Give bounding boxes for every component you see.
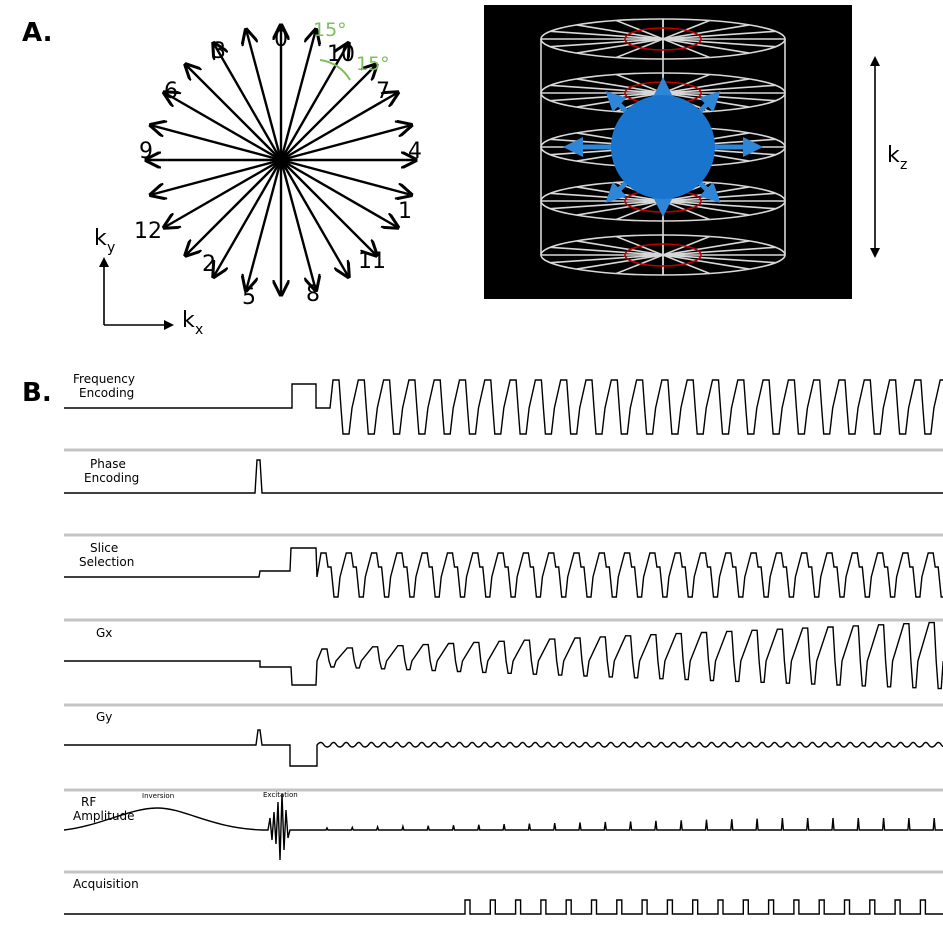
spoke-arrow <box>151 125 282 162</box>
spoke-arrow <box>279 159 316 290</box>
acquisition-waveform <box>64 899 943 915</box>
spoke-number: 5 <box>242 285 256 310</box>
spoke-arrow <box>186 65 282 161</box>
kz-axis-subscript: z <box>900 157 907 173</box>
angle-label: 15° <box>356 53 390 75</box>
spoke-arrow <box>280 159 377 256</box>
ky-axis-label: k <box>94 226 107 251</box>
spoke-number: 12 <box>134 219 162 244</box>
spoke-arrow <box>280 93 398 162</box>
track-label-acquisition: Acquisition <box>73 877 139 891</box>
kz-axis: k z <box>870 56 907 258</box>
track-label-slice-selection: Slice Selection <box>79 541 135 569</box>
kx-axis-subscript: x <box>195 322 203 338</box>
spoke-arrow <box>280 158 411 195</box>
spoke-arrow <box>164 158 282 228</box>
gx-waveform <box>64 621 943 690</box>
spoke-number: 9 <box>139 139 153 164</box>
stack-of-stars-3d-image <box>484 5 852 299</box>
spoke-arrow <box>164 93 282 162</box>
excitation-annotation: Excitation <box>263 791 298 799</box>
spoke-arrow <box>280 125 411 162</box>
track-label-gy: Gy <box>96 710 113 724</box>
spoke-arrow <box>151 158 282 195</box>
panel-b-label: B. <box>22 378 52 408</box>
spoke-arrow <box>214 159 283 277</box>
ky-axis-subscript: y <box>107 240 115 256</box>
track-label-rf-amplitude: RF Amplitude <box>73 795 135 823</box>
spoke-arrow <box>279 159 349 277</box>
angle-label: 15° <box>313 19 347 41</box>
spoke-number: 1 <box>398 199 412 224</box>
spoke-arrow <box>279 43 349 161</box>
frequency-encoding-waveform <box>64 379 943 435</box>
spoke-number: 3 <box>212 39 226 64</box>
inversion-annotation: Inversion <box>142 792 174 800</box>
track-label-phase-encoding: Phase Encoding <box>84 457 140 485</box>
panel-a-label: A. <box>22 18 53 48</box>
spoke-number: 10 <box>327 42 355 67</box>
spoke-arrow <box>246 30 283 161</box>
spoke-arrow <box>280 158 398 228</box>
pulse-sequence-diagram: Inversion Excitation <box>63 379 943 915</box>
slice-selection-waveform <box>64 547 943 598</box>
track-label-gx: Gx <box>96 626 113 640</box>
spoke-number: 0 <box>274 27 288 52</box>
spoke-arrow <box>280 65 377 161</box>
kxky-axes: k y k x <box>94 226 203 338</box>
rf-amplitude-waveform <box>63 793 943 861</box>
spoke-number: 11 <box>358 249 386 274</box>
track-label-frequency-encoding: Frequency Encoding <box>73 372 135 400</box>
sphere <box>611 95 715 199</box>
spoke-number: 4 <box>408 139 422 164</box>
spoke-number: 8 <box>306 282 320 307</box>
spoke-arrow <box>186 159 282 256</box>
spoke-arrow <box>214 43 283 161</box>
spoke-number: 7 <box>376 79 390 104</box>
kz-axis-label: k <box>887 143 900 168</box>
phase-encoding-waveform <box>64 459 943 494</box>
spoke-arrow <box>246 159 283 290</box>
kx-axis-label: k <box>182 308 195 333</box>
spoke-number: 2 <box>202 252 216 277</box>
gy-waveform <box>64 729 943 767</box>
spoke-arrow <box>279 30 316 161</box>
spoke-number: 6 <box>164 79 178 104</box>
